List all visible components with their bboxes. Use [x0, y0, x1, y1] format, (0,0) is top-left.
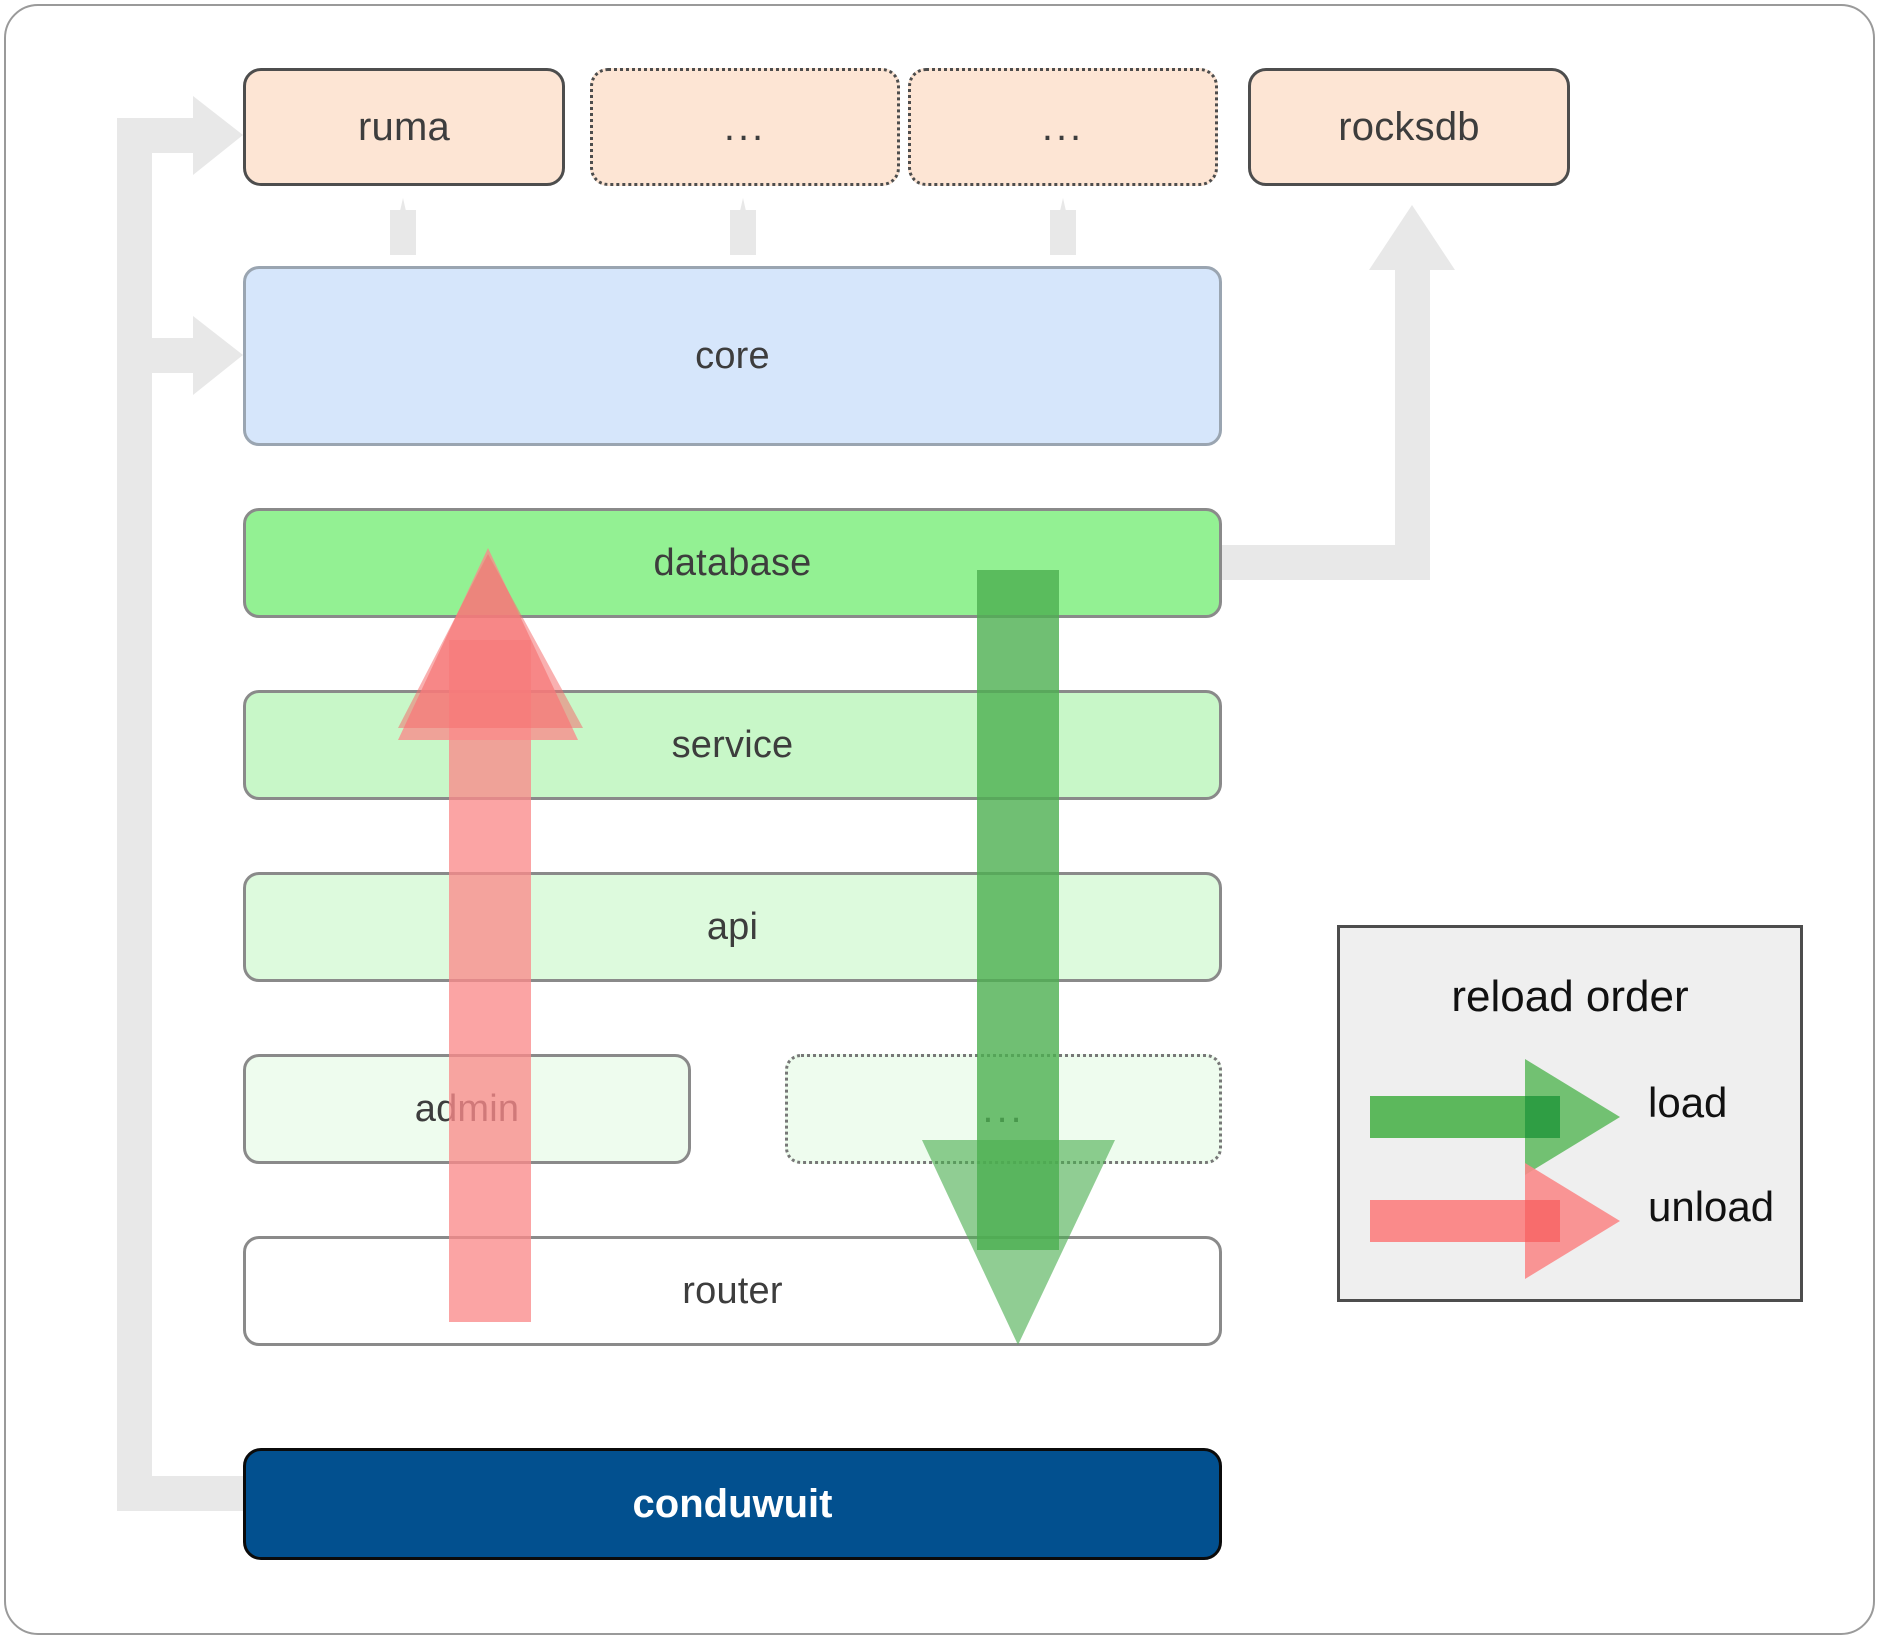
layer-placeholder[interactable]: ...: [785, 1054, 1222, 1164]
layer-placeholder-label: ...: [982, 1086, 1025, 1131]
legend-reload-order: reload order load unload: [1337, 925, 1803, 1302]
crate-placeholder-2-label: ...: [1041, 104, 1085, 149]
layer-admin[interactable]: admin: [243, 1054, 691, 1164]
crate-rocksdb[interactable]: rocksdb: [1248, 68, 1570, 186]
layer-admin-label: admin: [414, 1087, 520, 1130]
crate-placeholder-1[interactable]: ...: [590, 68, 900, 186]
layer-service-label: service: [671, 723, 794, 766]
layer-database[interactable]: database: [243, 508, 1222, 618]
node-conduwuit-label: conduwuit: [632, 1481, 833, 1526]
crate-placeholder-1-label: ...: [723, 104, 767, 149]
layer-router-label: router: [682, 1269, 783, 1312]
legend-load-label: load: [1648, 1079, 1728, 1126]
legend-unload-arrow-icon: [1370, 1163, 1620, 1279]
node-conduwuit[interactable]: conduwuit: [243, 1448, 1222, 1560]
layer-database-label: database: [653, 541, 812, 584]
layer-api[interactable]: api: [243, 872, 1222, 982]
crate-ruma[interactable]: ruma: [243, 68, 565, 186]
crate-ruma-label: ruma: [358, 104, 450, 149]
layer-core-label: core: [695, 334, 770, 377]
crate-placeholder-2[interactable]: ...: [908, 68, 1218, 186]
layer-api-label: api: [706, 905, 759, 948]
legend-entry-unload: unload: [1340, 1163, 1800, 1279]
legend-load-arrow-icon: [1370, 1059, 1620, 1175]
layer-router[interactable]: router: [243, 1236, 1222, 1346]
legend-entry-load: load: [1340, 1059, 1800, 1175]
layer-service[interactable]: service: [243, 690, 1222, 800]
crate-rocksdb-label: rocksdb: [1338, 104, 1480, 149]
layer-core[interactable]: core: [243, 266, 1222, 446]
legend-unload-label: unload: [1648, 1183, 1775, 1230]
legend-title: reload order: [1451, 972, 1689, 1021]
